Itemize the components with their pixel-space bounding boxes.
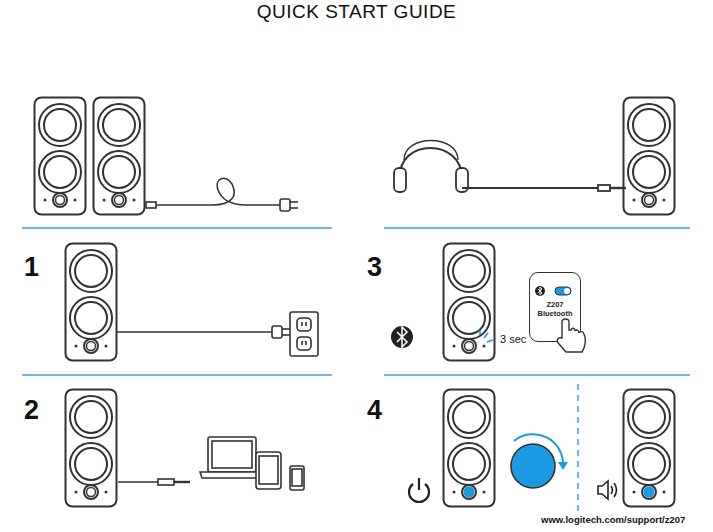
speaker xyxy=(444,244,495,361)
bluetooth-icon xyxy=(391,326,413,348)
power-cable xyxy=(146,202,156,208)
divider-lines xyxy=(22,228,690,375)
volume-button-lit xyxy=(644,487,655,498)
volume-icon xyxy=(614,483,617,497)
phone-toggle xyxy=(555,287,571,295)
power-cable xyxy=(146,178,298,211)
power-cable xyxy=(290,312,318,356)
headphones xyxy=(598,185,610,191)
power-button-lit xyxy=(464,487,475,498)
volume-icon xyxy=(598,481,608,499)
press-indicator xyxy=(484,333,488,338)
speaker xyxy=(444,390,495,507)
headphones xyxy=(462,187,598,189)
dashed-divider xyxy=(577,384,579,512)
headphones xyxy=(404,141,458,161)
headphones xyxy=(610,187,626,189)
audio-cable xyxy=(118,481,158,483)
speaker xyxy=(94,98,145,215)
divider-lines xyxy=(22,227,332,229)
pointing-hand xyxy=(557,319,585,352)
speaker xyxy=(35,98,86,215)
divider-lines xyxy=(384,374,690,376)
phone-screen: Z207 Bluetooth xyxy=(529,272,581,342)
bluetooth-icon xyxy=(397,327,407,347)
power-cable xyxy=(301,322,303,326)
speaker xyxy=(624,390,675,507)
power-cable xyxy=(305,341,307,345)
devices xyxy=(292,469,302,486)
phone-bluetooth-icon xyxy=(535,286,545,296)
headphones xyxy=(400,148,462,178)
power-cable xyxy=(301,341,303,345)
headphones xyxy=(394,168,406,192)
headphones xyxy=(394,141,626,193)
phone-toggle xyxy=(555,287,571,295)
devices xyxy=(256,452,281,489)
step-number: 4 xyxy=(367,395,382,426)
power-cable xyxy=(290,207,298,209)
devices xyxy=(200,437,304,490)
volume-knob xyxy=(558,462,568,470)
press-indicator xyxy=(487,340,493,342)
audio-cable xyxy=(174,481,190,483)
power-cable xyxy=(156,178,280,205)
speaker xyxy=(66,390,117,507)
volume-icon xyxy=(598,481,617,499)
press-indicator xyxy=(480,330,493,342)
power-cable xyxy=(280,199,290,211)
power-cable xyxy=(282,328,290,330)
node-text: Z207 Bluetooth xyxy=(537,300,573,318)
power-cable xyxy=(282,334,290,336)
divider-lines xyxy=(384,227,690,229)
power-icon xyxy=(409,478,429,502)
power-cable xyxy=(305,322,307,326)
devices xyxy=(290,466,304,490)
power-cable xyxy=(297,318,311,331)
power-cable xyxy=(272,326,282,338)
devices xyxy=(259,456,278,484)
duration-label: 3 sec xyxy=(500,333,526,345)
support-url: www.logitech.com/support/z207 xyxy=(541,514,685,525)
speaker xyxy=(624,98,675,215)
volume-knob xyxy=(511,444,555,488)
phone-bluetooth-icon xyxy=(535,286,545,296)
power-cable xyxy=(290,201,298,203)
bluetooth-icon xyxy=(391,326,413,348)
step-number: 2 xyxy=(24,395,39,426)
devices xyxy=(200,472,264,478)
divider-lines xyxy=(22,374,332,376)
phone-bluetooth-icon xyxy=(538,287,542,295)
devices xyxy=(212,441,252,468)
devices xyxy=(208,437,256,472)
power-cable xyxy=(297,337,311,350)
pointing-hand xyxy=(557,319,585,352)
press-indicator xyxy=(479,330,481,335)
volume-knob xyxy=(514,434,563,466)
audio-cable xyxy=(158,479,174,485)
phone-toggle xyxy=(564,288,570,294)
volume-icon xyxy=(611,486,613,494)
power-icon xyxy=(418,478,420,490)
power-cable xyxy=(117,331,272,333)
power-cable xyxy=(117,312,318,356)
step-number: 1 xyxy=(24,252,39,283)
guide-title: QUICK START GUIDE xyxy=(0,1,713,23)
step-number: 3 xyxy=(367,252,382,283)
speaker xyxy=(66,244,117,361)
audio-cable xyxy=(118,479,190,485)
volume-knob xyxy=(511,434,568,488)
